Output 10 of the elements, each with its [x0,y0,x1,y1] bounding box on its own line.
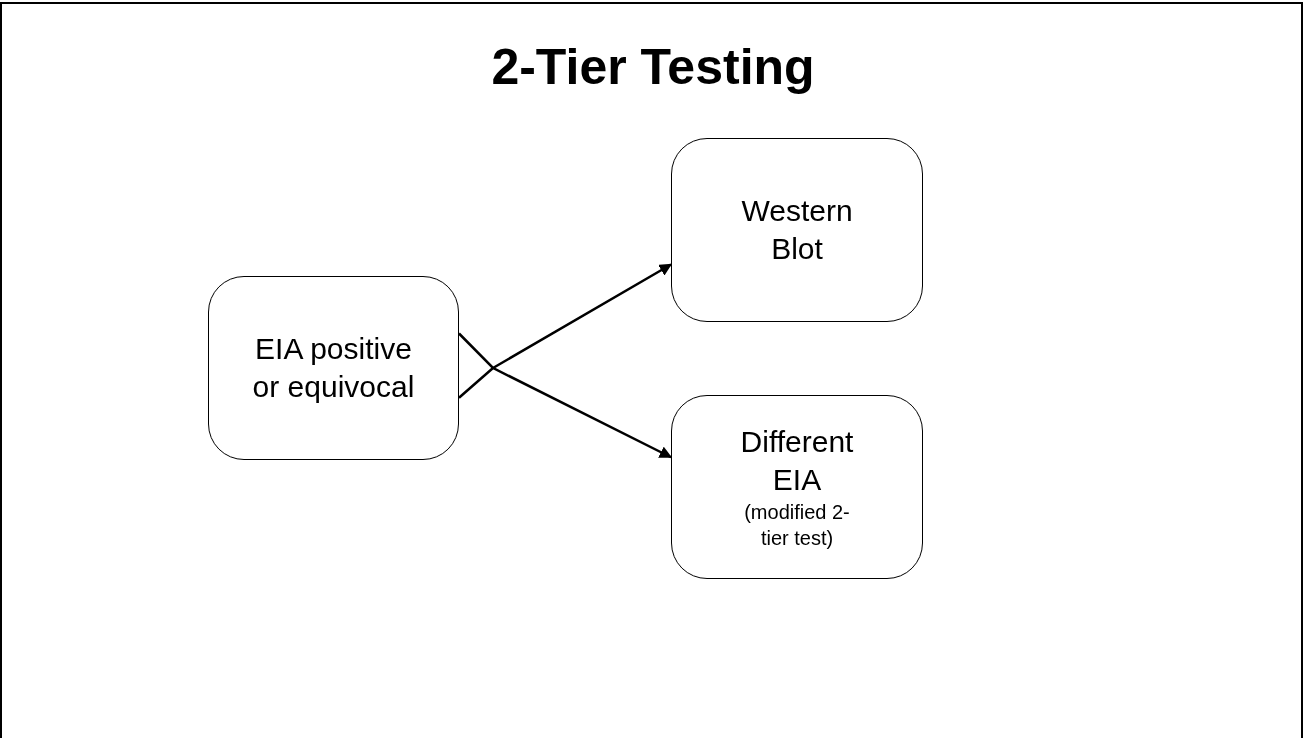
rounded-box [671,395,923,579]
box-label: EIA positive or equivocal [251,331,416,405]
box-label: Western Blot [740,193,854,267]
title: 2-Tier Testing [490,38,816,97]
rounded-box [671,138,923,322]
arrow [458,366,673,459]
box-label: Different EIA [739,424,855,498]
arrow [458,263,673,370]
rounded-box [208,276,459,460]
box-note: (modified 2-tier test) [743,500,851,551]
